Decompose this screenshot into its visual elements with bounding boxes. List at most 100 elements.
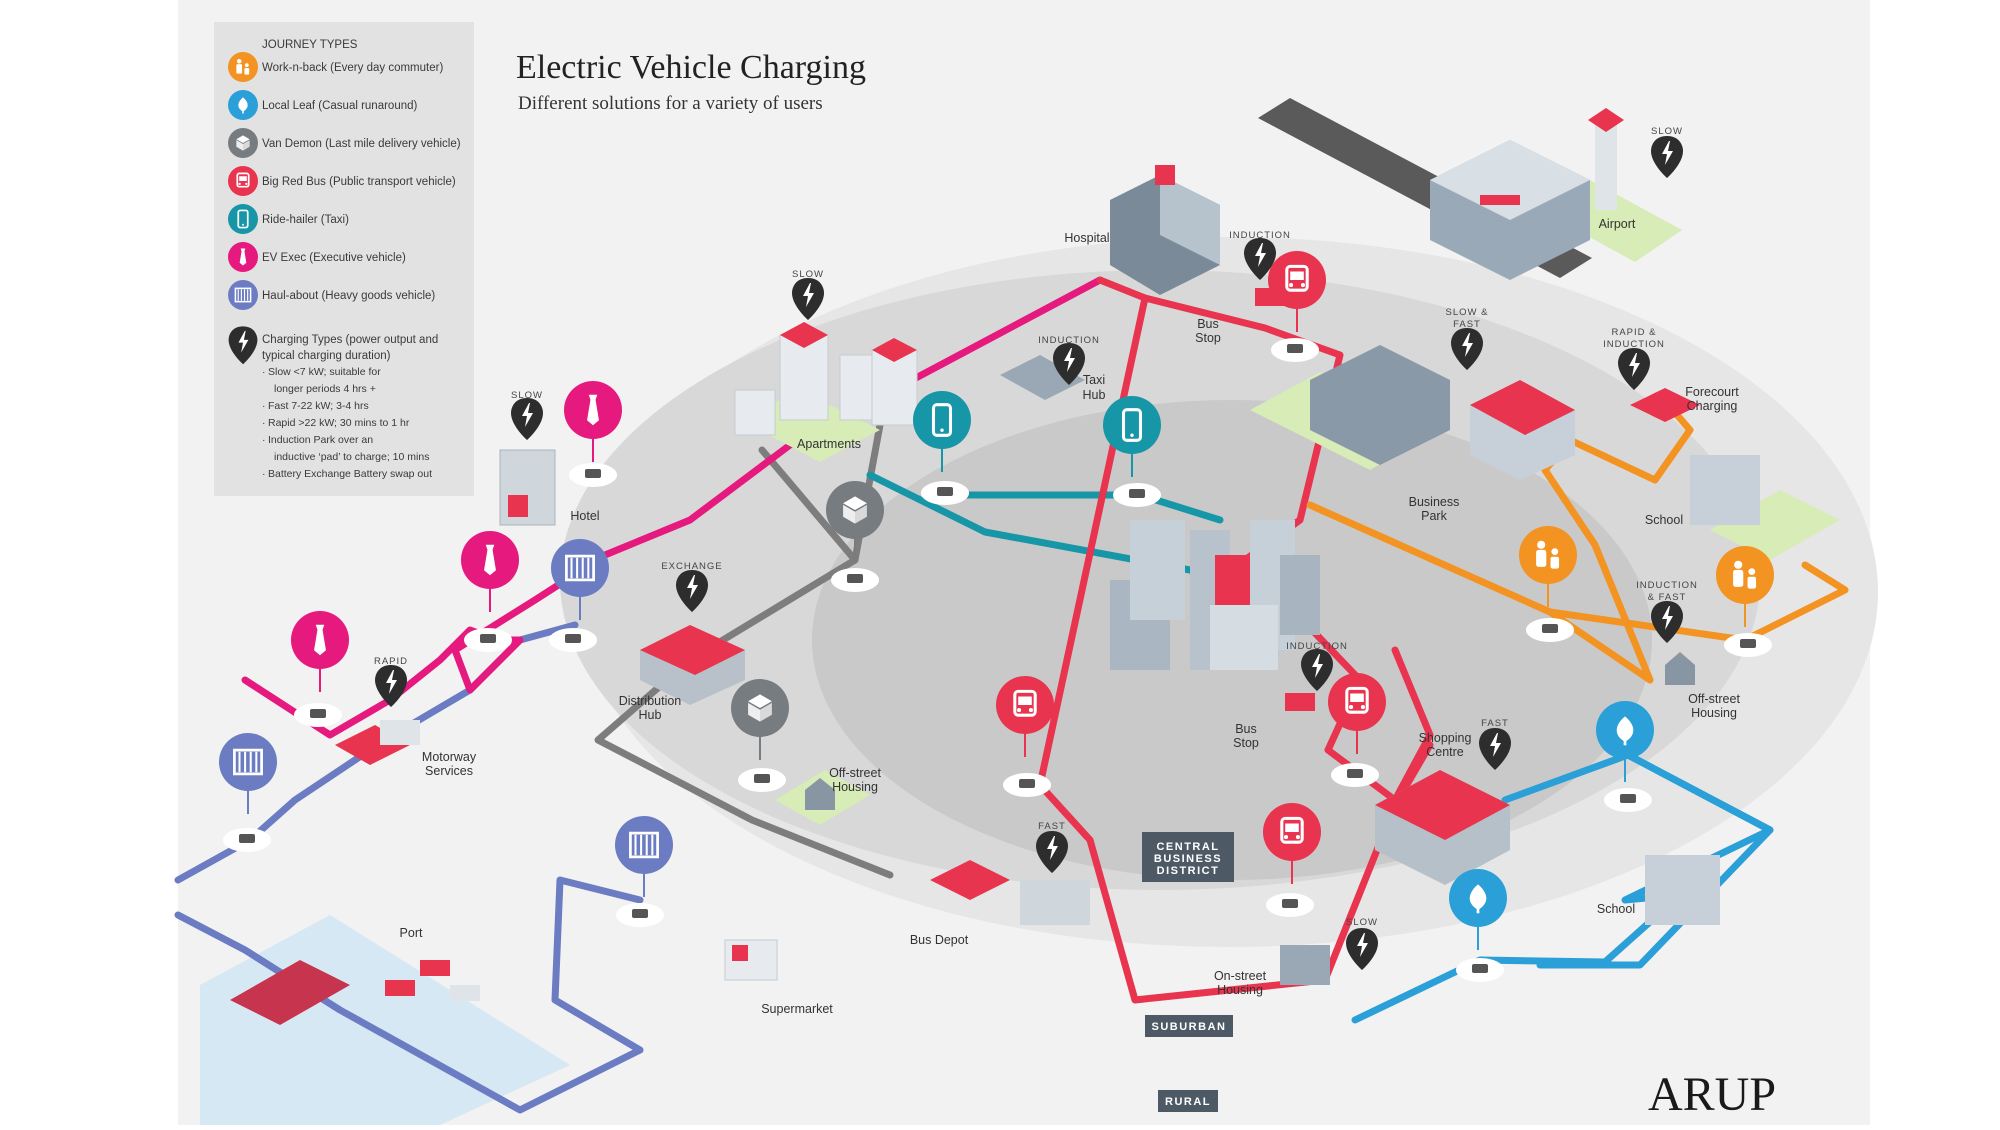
legend-row: Work-n-back (Every day commuter) [228,52,443,82]
label-distribution-1: Distribution [619,694,682,708]
legend-row: Van Demon (Last mile delivery vehicle) [228,128,461,158]
apartment-tower-3 [871,349,918,426]
page-subtitle: Different solutions for a variety of use… [518,93,823,114]
label-shopping-1: Shopping [1419,731,1472,745]
page-title: Electric Vehicle Charging [516,49,866,86]
node-taxi-1 [921,481,969,505]
business-park-hangar [1310,345,1450,465]
charge-label-slow-fast-1: SLOW & [1446,307,1489,318]
cbd-tower-6 [1210,605,1278,670]
onstreet-housing [1280,945,1330,985]
charge-label-induction-hospital: INDUCTION [1229,230,1291,241]
charging-labels: SLOW INDUCTION SLOW & FAST RAPID & INDUC… [374,126,1697,928]
offstreet-house-right [1665,652,1695,685]
taxi-hub-canopy [1000,355,1085,400]
journey-markers [219,251,1774,950]
charge-label-slow-hotel: SLOW [511,390,543,401]
node-bus-4 [1266,893,1314,917]
bus-shelter-mid [1285,693,1315,711]
label-offstreet-mid-2: Housing [832,780,878,794]
family-icon [1519,526,1577,607]
control-tower [1595,120,1617,210]
leaf-icon [1449,869,1507,950]
label-hospital: Hospital [1064,231,1109,245]
node-exec-3 [294,703,342,727]
charge-label-fast-shopping: FAST [1481,718,1509,729]
label-forecourt-1: Forecourt [1685,385,1739,399]
legend-charging-line: longer periods 4 hrs + [274,383,376,395]
label-bus-stop-mid-2: Stop [1233,736,1259,750]
label-business-park-2: Park [1421,509,1447,523]
node-van-2 [738,768,786,792]
truck-icon [615,816,673,897]
charge-label-slow-onstreet: SLOW [1346,917,1378,928]
cbd-tower-5 [1280,555,1320,635]
forecourt-canopy [1630,388,1700,422]
legend-charging-line: Fast 7-22 kW; 3-4 hrs [268,400,369,412]
cbd-tower-2 [1130,520,1185,620]
legend-row: Big Red Bus (Public transport vehicle) [228,166,456,196]
offstreet-house-mid [805,778,835,810]
node-bus-1 [1271,338,1319,362]
school-lot [1710,490,1840,560]
charge-label-slow-airport: SLOW [1651,126,1683,137]
legend-row: Ride-hailer (Taxi) [228,204,349,234]
legend-journey-label: Haul-about (Heavy goods vehicle) [262,290,435,302]
bus-icon [1268,251,1326,332]
commuter-route-2 [1546,561,1849,644]
phone-icon [228,204,258,234]
label-motorway-1: Motorway [422,750,477,764]
legend-charging-heading-2: typical charging duration) [262,350,391,362]
charge-label-rapid-induction-1: RAPID & [1611,327,1656,338]
van-demon-route [594,446,894,879]
legend-journey-label: Ride-hailer (Taxi) [262,214,349,226]
legend-bullet: · [262,400,266,412]
cbd-label-line3: DISTRICT [1157,865,1220,877]
label-offstreet-right-2: Housing [1691,706,1737,720]
legend-journey-label: Big Red Bus (Public transport vehicle) [262,176,456,188]
node-taxi-2 [1113,483,1161,507]
legend-row: Local Leaf (Casual runaround) [228,90,418,120]
legend-bullet: · [262,434,266,446]
legend-row: EV Exec (Executive vehicle) [228,242,406,272]
legend-panel: JOURNEY TYPES Work-n-back (Every day com… [214,22,474,496]
zone-labels: CENTRAL BUSINESS DISTRICT SUBURBAN RURAL [1142,832,1234,1112]
box-icon [826,481,884,562]
legend-bullet: · [262,417,266,429]
bus-route-2 [1036,294,1399,1004]
charge-label-induction-bus: INDUCTION [1286,641,1348,652]
node-commuter-2 [1724,633,1772,657]
node-haul-2 [223,828,271,852]
tie-icon [228,242,258,272]
rural-label-box [1158,1090,1218,1112]
node-leaf-2 [1456,958,1504,982]
legend-bullet: · [262,468,266,480]
label-supermarket: Supermarket [761,1002,833,1016]
suburban-label-box [1145,1015,1233,1037]
node-hotel [569,463,617,487]
legend-journey-list: Work-n-back (Every day commuter) Local Le… [228,52,461,310]
charge-label-rapid-motorway: RAPID [374,656,408,667]
legend-charging-line: Induction Park over an [268,434,373,446]
legend-charging-line: Rapid >22 kW; 30 mins to 1 hr [268,417,410,429]
charge-label-slow-fast-2: FAST [1453,319,1481,330]
container-stack-3 [450,985,480,1001]
bus-depot-canopy [930,860,1010,900]
suburban-label: SUBURBAN [1152,1021,1227,1033]
label-bus-depot: Bus Depot [910,933,969,947]
node-exec-2 [464,628,512,652]
cargo-ship [230,960,350,1025]
bus-depot-building [1020,880,1090,925]
apartment-block [734,389,776,436]
charge-label-exchange: EXCHANGE [661,561,722,572]
node-haul-1 [549,628,597,652]
charge-label-induction-fast-2: & FAST [1648,592,1687,603]
label-port: Port [400,926,423,940]
truck-icon [219,733,277,814]
school-lower-building [1645,855,1720,925]
haul-about-route-2 [174,876,644,1114]
cbd-label-line1: CENTRAL [1156,841,1219,853]
charge-label-slow-apartments: SLOW [792,269,824,280]
legend-bullet: · [262,366,266,378]
